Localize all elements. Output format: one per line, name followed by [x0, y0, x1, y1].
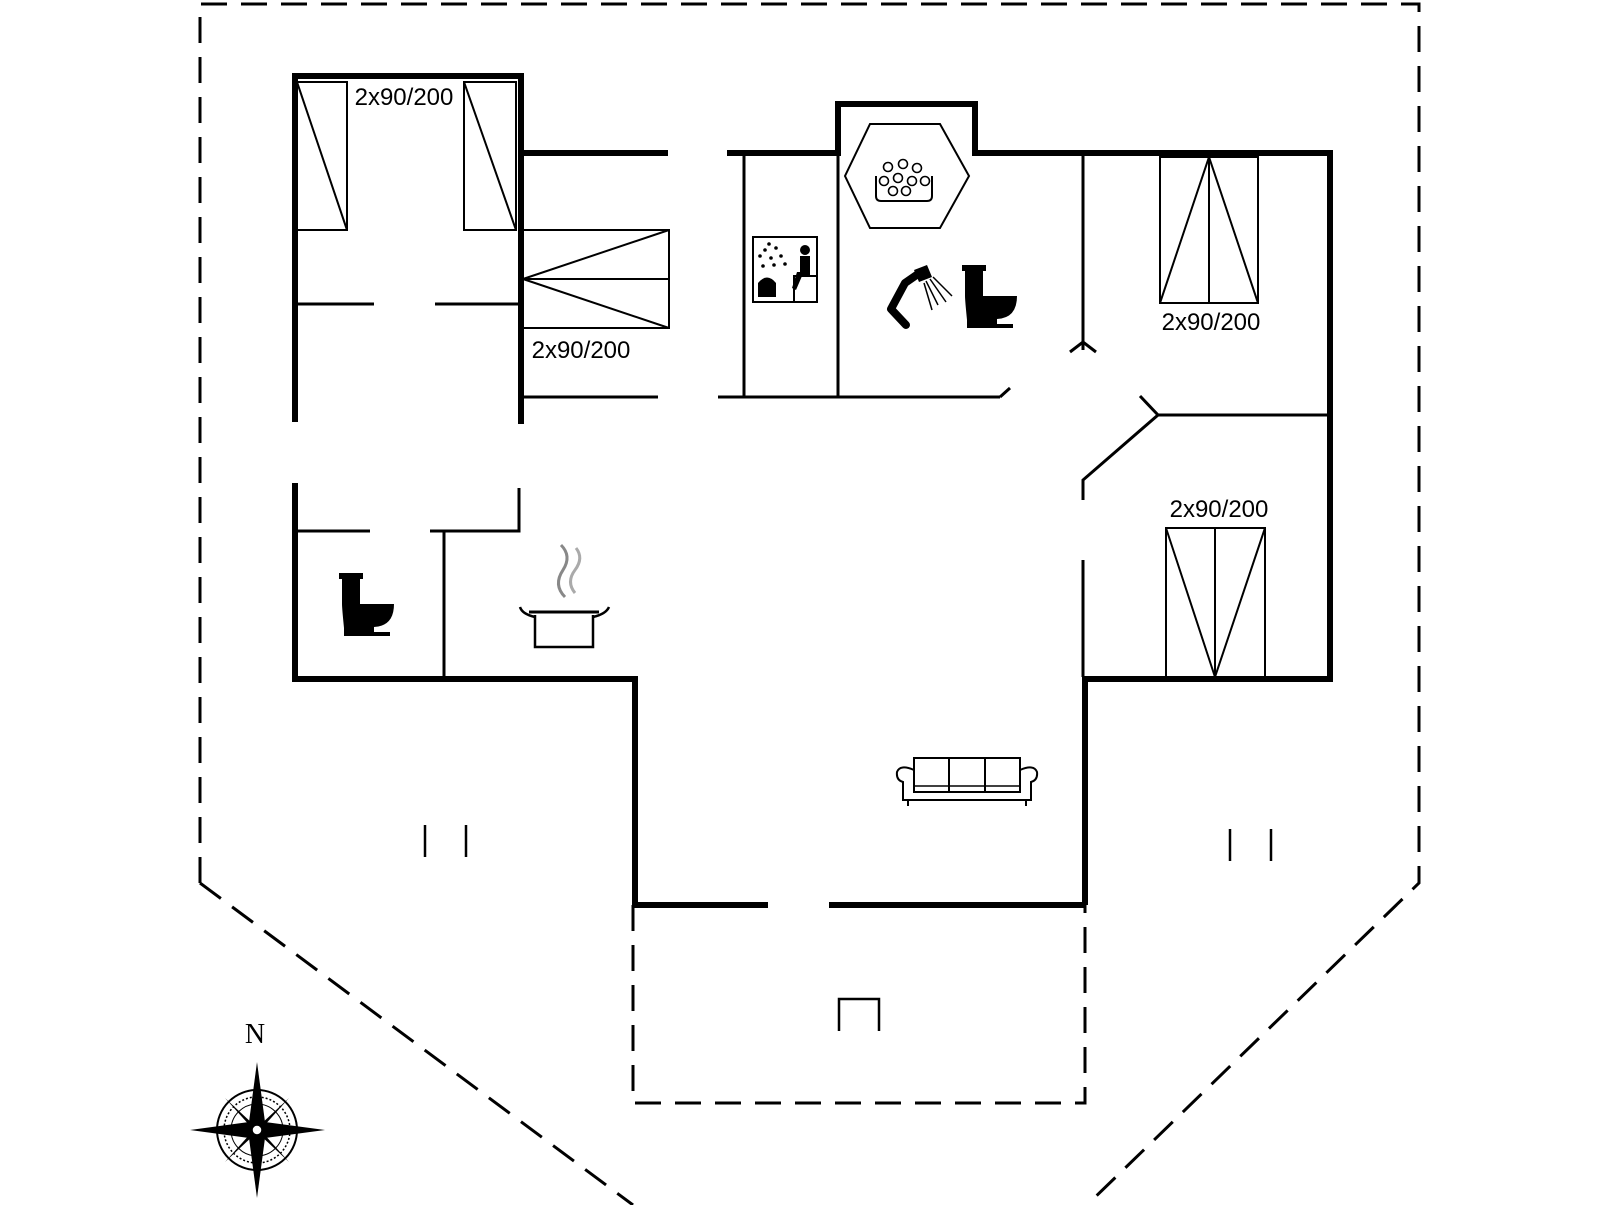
- compass-rose-icon: N: [190, 1019, 325, 1198]
- terrace-outline: [631, 905, 1087, 1105]
- bed-right-top: 2x90/200: [1159, 153, 1261, 336]
- sofa-icon: [895, 757, 1039, 806]
- bed-top-left: 2x90/200: [296, 81, 517, 231]
- terrace-chair-icon: [837, 997, 881, 1031]
- sauna-icon: [752, 236, 818, 303]
- compass-north-label: N: [245, 1019, 265, 1050]
- terrace-chair-icon: [423, 825, 468, 857]
- bed-label-right-bottom: 2x90/200: [1170, 496, 1269, 523]
- exterior-walls: [292, 73, 1333, 908]
- bed-label-left-bunk: 2x90/200: [532, 337, 631, 364]
- spa-bath-icon: [843, 123, 971, 229]
- bed-right-bottom: 2x90/200: [1165, 496, 1269, 681]
- shower-icon: [887, 265, 953, 329]
- kitchen-pot-icon: [518, 543, 611, 649]
- toilet-icon: [962, 265, 1017, 328]
- property-outline: [198, 2, 1421, 1205]
- terrace-chair-icon: [1228, 829, 1273, 861]
- toilet-icon: [339, 573, 394, 636]
- bed-label-right-top: 2x90/200: [1162, 309, 1261, 336]
- interior-walls: [297, 155, 1328, 677]
- bed-label-top-left: 2x90/200: [355, 84, 454, 111]
- bed-left-bunk: 2x90/200: [522, 229, 670, 364]
